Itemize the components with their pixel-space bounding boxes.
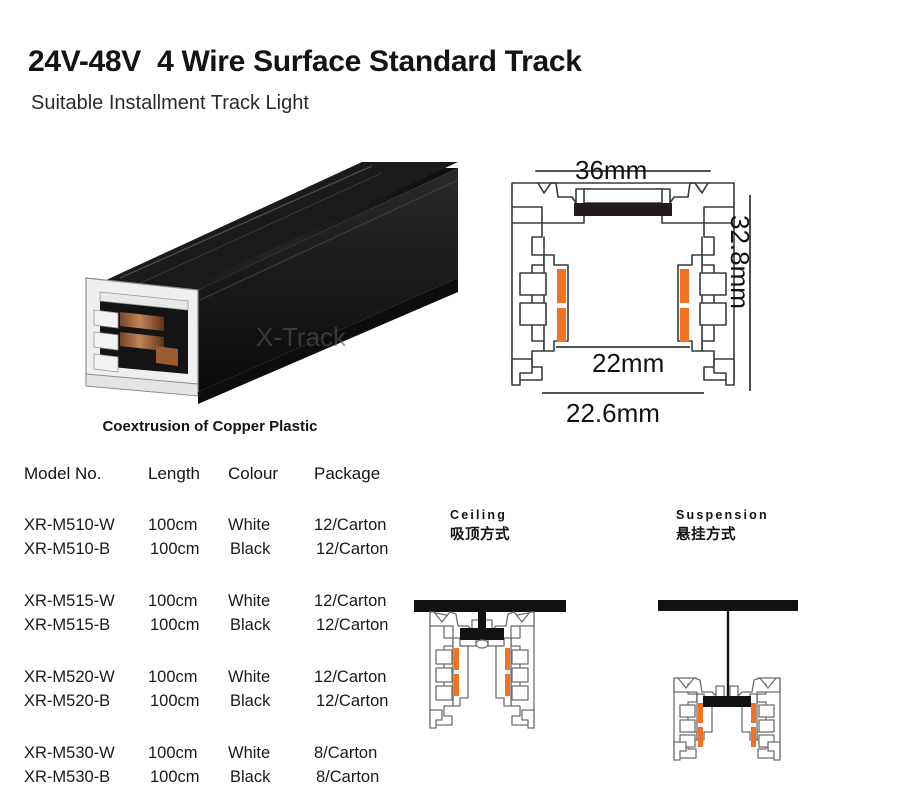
cell-length: 100cm <box>148 744 198 762</box>
specification-table: Model No. Length Colour Package XR-M510-… <box>24 464 424 792</box>
cell-colour: White <box>228 516 271 534</box>
cell-length: 100cm <box>150 692 200 710</box>
suspension-label-en: Suspension <box>676 508 769 522</box>
cell-model: XR-M515-W <box>24 592 115 610</box>
cell-length: 100cm <box>148 668 198 686</box>
track-photo-illustration: X-Track <box>85 162 459 404</box>
group-gap <box>24 564 424 592</box>
cell-length: 100cm <box>150 540 200 558</box>
table-row: XR-M520-B 100cm Black 12/Carton <box>24 692 424 716</box>
ceiling-surface <box>414 600 566 612</box>
table-row: XR-M520-W 100cm White 12/Carton <box>24 668 424 692</box>
table-row: XR-M510-W 100cm White 12/Carton <box>24 516 424 540</box>
cell-package: 12/Carton <box>314 668 387 686</box>
cell-model: XR-M520-B <box>24 692 111 710</box>
mounting-bar <box>574 203 672 216</box>
installation-ceiling: Ceiling 吸顶方式 <box>412 508 642 765</box>
header-package: Package <box>314 464 381 483</box>
suspension-mount-plate <box>703 696 751 707</box>
dimension-width-base: 22.6mm <box>566 398 660 428</box>
cell-model: XR-M510-B <box>24 540 111 558</box>
cell-colour: Black <box>230 768 271 786</box>
cell-package: 12/Carton <box>316 540 389 558</box>
table-row: XR-M515-W 100cm White 12/Carton <box>24 592 424 616</box>
ceiling-mount-diagram <box>414 600 566 729</box>
table-row: XR-M530-B 100cm Black 8/Carton <box>24 768 424 792</box>
cell-length: 100cm <box>150 616 200 634</box>
cell-colour: White <box>228 744 271 762</box>
table-row: XR-M515-B 100cm Black 12/Carton <box>24 616 424 640</box>
header-gap <box>24 488 424 516</box>
suspension-label-cn: 悬挂方式 <box>676 527 736 543</box>
conductor-contacts <box>557 269 689 342</box>
ceiling-surface <box>658 600 798 611</box>
table-row: XR-M510-B 100cm Black 12/Carton <box>24 540 424 564</box>
page-title: 24V-48V 4 Wire Surface Standard Track <box>28 45 582 78</box>
cell-package: 12/Carton <box>314 516 387 534</box>
cell-length: 100cm <box>150 768 200 786</box>
cell-model: XR-M530-B <box>24 768 111 786</box>
cell-model: XR-M520-W <box>24 668 115 686</box>
dimension-width-inner: 22mm <box>592 348 665 378</box>
ceiling-stub <box>478 612 486 630</box>
photo-caption: Coextrusion of Copper Plastic <box>102 418 318 435</box>
ceiling-label-cn: 吸顶方式 <box>450 527 510 543</box>
dimension-width-outer: 36mm <box>575 155 648 185</box>
cell-length: 100cm <box>148 516 198 534</box>
dimension-height: 32.8mm <box>725 215 755 309</box>
profile-cross-section <box>511 170 751 394</box>
cell-colour: Black <box>230 540 271 558</box>
conductor-contacts <box>454 648 510 696</box>
ceiling-label-block: Ceiling 吸顶方式 <box>412 508 642 544</box>
cell-package: 8/Carton <box>314 744 378 762</box>
table-header-row: Model No. Length Colour Package <box>24 464 424 488</box>
conductor-contacts <box>698 703 756 747</box>
cell-package: 8/Carton <box>316 768 380 786</box>
group-gap <box>24 640 424 668</box>
header-model: Model No. <box>24 464 102 483</box>
cell-package: 12/Carton <box>316 616 389 634</box>
suspension-label-block: Suspension 悬挂方式 <box>648 508 898 544</box>
cell-colour: White <box>228 592 271 610</box>
installation-suspension: Suspension 悬挂方式 <box>648 508 898 765</box>
cell-package: 12/Carton <box>316 692 389 710</box>
page-subtitle: Suitable Installment Track Light <box>31 92 309 114</box>
cell-length: 100cm <box>148 592 198 610</box>
cell-model: XR-M510-W <box>24 516 115 534</box>
cell-colour: Black <box>230 616 271 634</box>
photo-watermark: X-Track <box>256 322 347 352</box>
group-gap <box>24 716 424 744</box>
cell-package: 12/Carton <box>314 592 387 610</box>
table-row: XR-M530-W 100cm White 8/Carton <box>24 744 424 768</box>
suspension-mount-diagram <box>658 600 798 761</box>
cell-colour: Black <box>230 692 271 710</box>
cross-section-drawing <box>498 145 898 445</box>
cell-colour: White <box>228 668 271 686</box>
header-colour: Colour <box>228 464 279 483</box>
cell-model: XR-M530-W <box>24 744 115 762</box>
ceiling-label-en: Ceiling <box>450 508 508 522</box>
cell-model: XR-M515-B <box>24 616 111 634</box>
header-length: Length <box>148 464 200 483</box>
ceiling-mount-plate <box>460 628 504 640</box>
product-photo: X-Track <box>60 160 460 410</box>
